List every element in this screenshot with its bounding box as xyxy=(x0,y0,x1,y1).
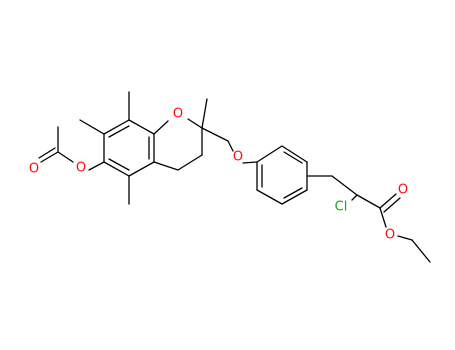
chlorine-label: Cl xyxy=(335,200,348,215)
c2-substituents xyxy=(201,98,258,164)
acetoxy-group xyxy=(38,126,105,171)
acetoxy-carbonyl-oxygen-label: O xyxy=(29,162,39,177)
aromatic-methyl-groups xyxy=(79,91,130,205)
pyran-ring xyxy=(153,118,203,171)
acetoxy-ester-oxygen-label: O xyxy=(76,161,86,176)
ring-oxygen-label: O xyxy=(173,107,183,122)
ester-oxygen-label: O xyxy=(385,228,395,243)
atom-labels: O O O O Cl O O xyxy=(29,107,408,243)
ether-oxygen-label: O xyxy=(233,150,243,165)
phenylene-ring xyxy=(256,145,308,205)
chloropropanoate-chain xyxy=(306,175,431,263)
ester-carbonyl-oxygen-label: O xyxy=(398,183,408,198)
chroman-aromatic-ring xyxy=(103,119,155,177)
